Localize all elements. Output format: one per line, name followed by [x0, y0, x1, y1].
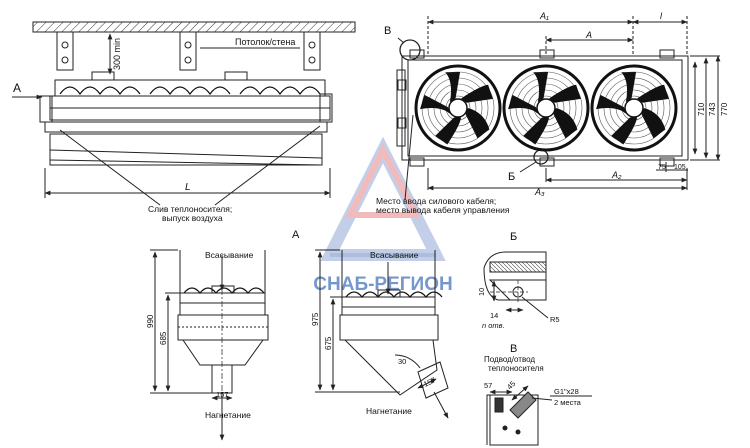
dim-a-label: A [585, 30, 592, 40]
detail-b [483, 251, 549, 319]
dim-l-label: l [660, 11, 663, 21]
places-label: 2 места [554, 398, 582, 407]
fan-blade [621, 72, 637, 103]
watermark-logo: СНАБ-РЕГИОН [313, 136, 453, 295]
cable-control-label: место вывода кабеля управления [376, 205, 510, 215]
fan-blade [508, 94, 538, 114]
discharge-left-label: Нагнетание [205, 410, 251, 420]
dim-a3-label: A₃ [534, 187, 545, 197]
dim-30-label: 30 [398, 357, 406, 366]
dim-57-label: 57 [484, 381, 492, 390]
fan-blade [596, 94, 626, 114]
dim-675-label: 675 [324, 336, 333, 350]
fan-blade [641, 108, 666, 139]
dim-a2-label: A₂ [611, 170, 622, 180]
front-view [12, 21, 356, 206]
air-outlet-label: выпуск воздуха [162, 213, 223, 223]
fan-blade [611, 117, 638, 145]
dim-743-label: 743 [708, 102, 717, 116]
dim-770-label: 770 [720, 102, 729, 116]
ceiling-hatch [32, 21, 356, 33]
view-a-arrow-label: А [13, 81, 21, 95]
fan-2 [502, 64, 590, 152]
dim-10-label: 10 [477, 288, 486, 296]
section-left [150, 249, 269, 441]
r5-label: R5 [550, 315, 560, 324]
dim-990-label: 990 [146, 314, 155, 328]
dim-a1-label: A₁ [539, 11, 549, 21]
detail-v [486, 385, 592, 446]
ref-b-top-label: В [384, 25, 391, 37]
dim-45-label: 45 [505, 379, 517, 391]
supply-line1-label: Подвод/отвод [484, 355, 535, 364]
suction-left-label: Всасывание [205, 250, 254, 260]
fan-group [414, 64, 678, 152]
hanger-left [56, 31, 74, 71]
suction-right-label: Всасывание [370, 250, 419, 260]
dim-685-label: 685 [159, 331, 168, 345]
fan-blade [461, 84, 493, 103]
fan-3 [590, 64, 678, 152]
section-right [315, 249, 449, 419]
hanger-right [303, 31, 321, 71]
dim-75-label: 75 [658, 164, 666, 171]
detail-v-title: В [510, 343, 517, 355]
fan-1 [414, 64, 502, 152]
length-l-label: L [185, 182, 191, 193]
fan-hub [448, 98, 468, 118]
dim-710-label: 710 [697, 102, 706, 116]
dim-975-label: 975 [311, 312, 320, 326]
dim-105-label: 105 [674, 164, 686, 171]
supply-line2-label: теплоносителя [488, 364, 544, 373]
dim-157-left-label: 157 [216, 390, 229, 399]
fan-hub [624, 98, 644, 118]
unit-outline [401, 55, 689, 161]
ref-b-cyr-label: Б [508, 171, 515, 183]
fan-blade [637, 84, 669, 103]
cable-power-label: Место ввода силового кабеля; [376, 196, 496, 206]
holes-label: n отв. [482, 321, 505, 330]
ceiling-label: Потолок/стена [235, 37, 295, 47]
fan-blade [445, 72, 461, 103]
fan-blade [465, 108, 490, 139]
fan-blade [553, 108, 578, 139]
thread-label: G1"x28 [554, 387, 579, 396]
clearance-label: 300 min [112, 38, 122, 70]
fan-blade [533, 72, 549, 103]
drain-label: Слив теплоносителя; [148, 204, 232, 214]
fan-blade [420, 94, 450, 114]
dim-157-right-label: 157 [422, 375, 437, 388]
fan-blade [549, 84, 581, 103]
hanger-middle [179, 31, 197, 71]
watermark-text: СНАБ-РЕГИОН [313, 274, 452, 295]
detail-b-title: Б [510, 231, 517, 243]
fan-blade [435, 117, 462, 145]
discharge-right-label: Нагнетание [366, 406, 412, 416]
view-a-title: А [292, 229, 300, 241]
fan-blade [523, 117, 550, 145]
fan-hub [536, 98, 556, 118]
top-view [396, 16, 721, 201]
dim-14-label: 14 [490, 311, 498, 320]
